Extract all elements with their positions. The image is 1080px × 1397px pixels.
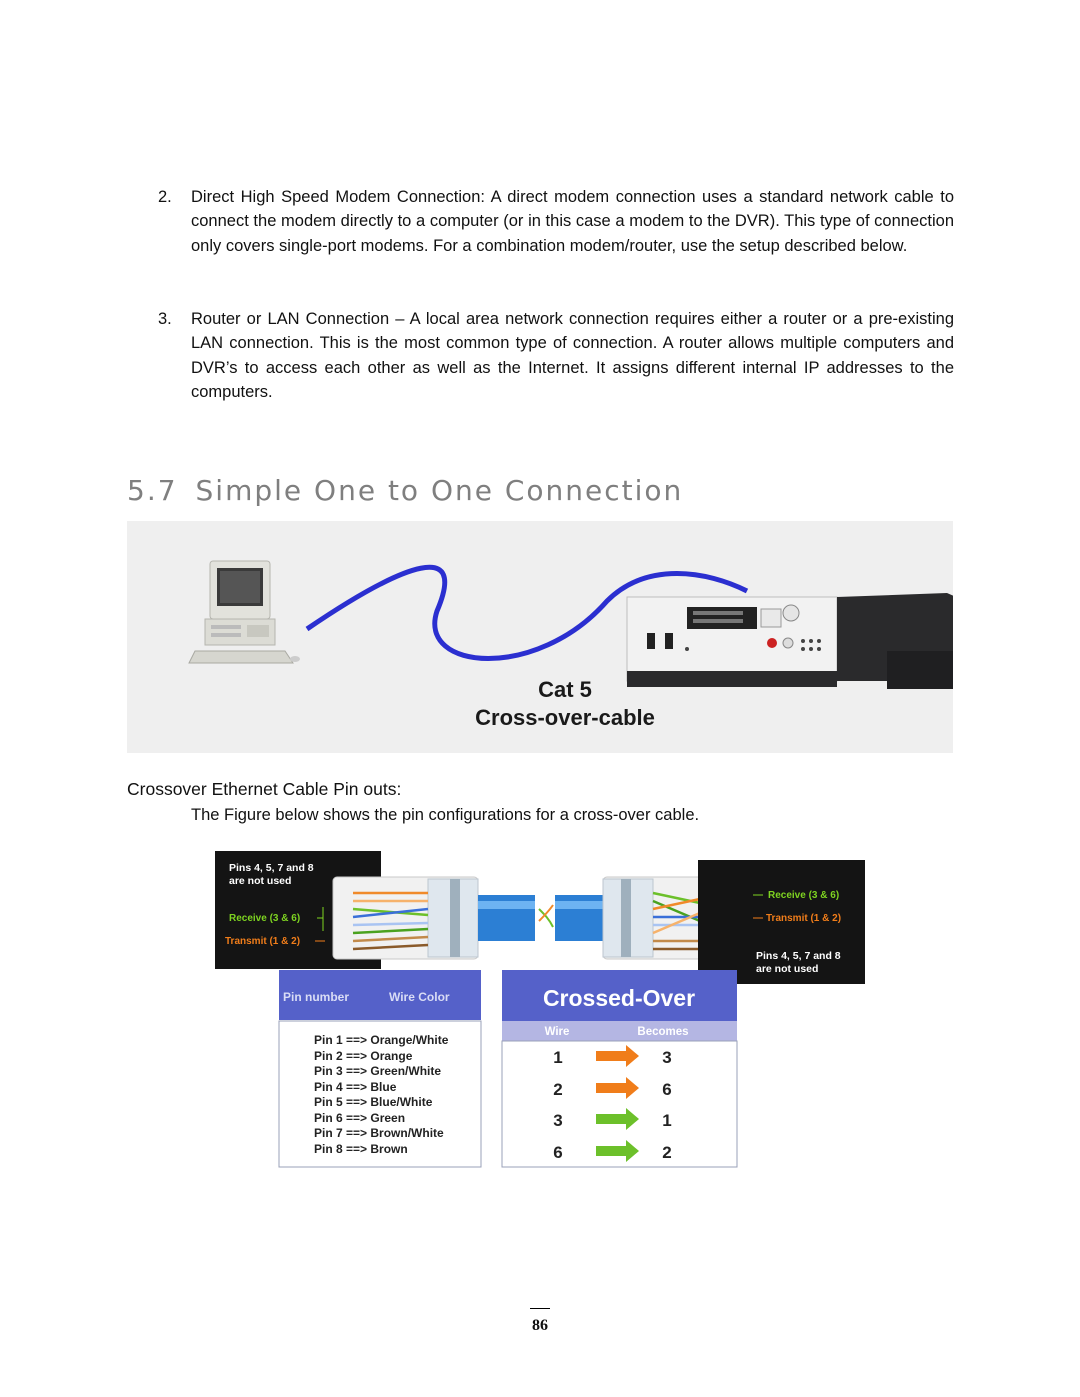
section-title: 5.7 Simple One to One Connection — [127, 474, 683, 507]
pinout-figure: Pins 4, 5, 7 and 8 are not used Receive … — [213, 849, 868, 1171]
section-number: 5.7 — [127, 474, 178, 507]
arrow-right-icon — [596, 1108, 639, 1130]
pin-row: Pin 3 ==> Green/White — [314, 1064, 441, 1078]
crossover-wire: 1 — [553, 1048, 562, 1067]
computer-icon — [188, 560, 300, 664]
left-unused-line2: are not used — [229, 875, 291, 887]
crossover-wire: 3 — [553, 1111, 562, 1130]
pin-row: Pin 6 ==> Green — [314, 1111, 405, 1125]
list-text: Direct High Speed Modem Connection: A di… — [191, 188, 954, 255]
right-info-panel — [698, 860, 865, 984]
right-unused-line1: Pins 4, 5, 7 and 8 — [756, 950, 841, 962]
subheading: Crossover Ethernet Cable Pin outs: — [127, 779, 402, 799]
pin-row: Pin 8 ==> Brown — [314, 1142, 408, 1156]
figure-caption: The Figure below shows the pin configura… — [191, 806, 700, 824]
crossover-becomes: 3 — [662, 1048, 671, 1067]
crossover-wire: 6 — [553, 1143, 562, 1162]
crossover-becomes: 2 — [662, 1143, 671, 1162]
right-transmit-label: Transmit (1 & 2) — [766, 913, 841, 924]
left-receive-label: Receive (3 & 6) — [229, 913, 300, 924]
page-number-rule — [530, 1308, 550, 1309]
list-text: Router or LAN Connection – A local area … — [191, 310, 954, 401]
crossover-becomes: 6 — [662, 1080, 671, 1099]
cable-label-line2: Cross-over-cable — [475, 705, 655, 730]
page-number: 86 — [532, 1317, 548, 1334]
pin-row: Pin 2 ==> Orange — [314, 1049, 413, 1063]
crossover-wire: 2 — [553, 1080, 562, 1099]
crossover-title: Crossed-Over — [543, 985, 695, 1011]
list-number: 3. — [158, 310, 172, 328]
list-item-2: 2. Direct High Speed Modem Connection: A… — [158, 185, 954, 258]
list-number: 2. — [158, 188, 172, 206]
connection-diagram: Cat 5 Cross-over-cable — [188, 560, 975, 730]
crossover-table: Crossed-Over Wire Becomes 1 3 2 6 3 1 6 … — [501, 970, 738, 1168]
left-unused-line1: Pins 4, 5, 7 and 8 — [229, 862, 314, 874]
dvr-icon — [626, 593, 975, 689]
left-rj45-connector — [332, 876, 479, 960]
pin-row: Pin 4 ==> Blue — [314, 1080, 397, 1094]
right-receive-label: Receive (3 & 6) — [768, 890, 839, 901]
crossover-header-wire: Wire — [545, 1026, 570, 1038]
list-item-3: 3. Router or LAN Connection – A local ar… — [158, 307, 954, 404]
crossover-becomes: 1 — [662, 1111, 671, 1130]
connection-figure: Cat 5 Cross-over-cable — [127, 521, 975, 753]
pin-row: Pin 1 ==> Orange/White — [314, 1033, 449, 1047]
pin-table: Pin number Wire Color Pin 1 ==> Orange/W… — [278, 970, 482, 1168]
pin-table-header-color: Wire Color — [389, 990, 450, 1004]
pinout-diagram: Pins 4, 5, 7 and 8 are not used Receive … — [215, 851, 865, 1168]
pin-table-header-pin: Pin number — [283, 990, 349, 1004]
arrow-right-icon — [596, 1045, 639, 1067]
cable-label-line1: Cat 5 — [538, 677, 592, 702]
arrow-right-icon — [596, 1077, 639, 1099]
cable-line — [305, 564, 749, 661]
section-title-text: Simple One to One Connection — [195, 474, 684, 507]
pin-row: Pin 7 ==> Brown/White — [314, 1126, 444, 1140]
pin-row: Pin 5 ==> Blue/White — [314, 1095, 433, 1109]
left-transmit-label: Transmit (1 & 2) — [225, 936, 300, 947]
right-unused-line2: are not used — [756, 963, 818, 975]
crossover-header-becomes: Becomes — [637, 1026, 688, 1038]
arrow-right-icon — [596, 1140, 639, 1162]
